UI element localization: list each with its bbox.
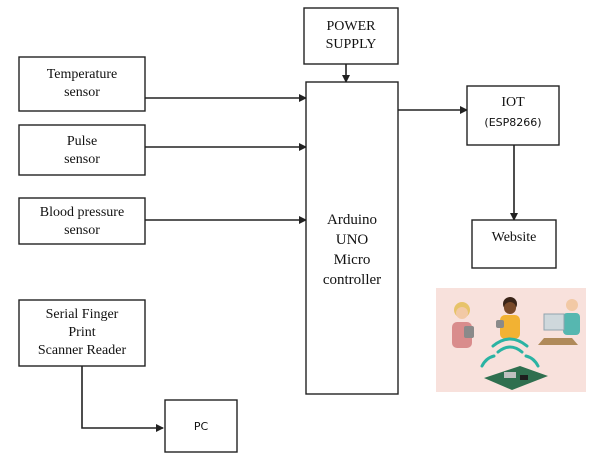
person-left <box>452 302 474 348</box>
iot-users-illustration <box>436 288 586 392</box>
blood-pressure-line-2: sensor <box>64 223 100 238</box>
node-fingerprint-scanner: Serial Finger Print Scanner Reader <box>18 299 146 367</box>
node-pc: PC <box>164 399 238 453</box>
arduino-line-1: Arduino <box>327 212 377 228</box>
fingerprint-line-3: Scanner Reader <box>38 343 127 358</box>
node-power-supply: POWER SUPPLY <box>303 7 399 65</box>
fingerprint-line-1: Serial Finger <box>46 307 119 322</box>
iot-line-2: (ESP8266) <box>484 116 541 129</box>
pc-label: PC <box>194 420 209 433</box>
website-label: Website <box>492 230 537 245</box>
arduino-line-2: UNO <box>336 232 369 248</box>
node-pulse-sensor: Pulse sensor <box>18 124 146 176</box>
node-temperature-sensor: Temperature sensor <box>18 56 146 112</box>
fingerprint-line-2: Print <box>68 325 95 340</box>
arduino-line-4: controller <box>323 272 381 288</box>
arrow-fingerprint-to-pc <box>81 366 164 432</box>
iot-line-1: IOT <box>501 95 525 110</box>
temperature-line-2: sensor <box>64 85 100 100</box>
wifi-icon <box>480 337 540 368</box>
temperature-line-1: Temperature <box>47 67 118 82</box>
pulse-line-1: Pulse <box>67 134 97 149</box>
node-arduino: Arduino UNO Micro controller <box>305 81 399 395</box>
power-supply-line-2: SUPPLY <box>326 37 377 52</box>
node-blood-pressure-sensor: Blood pressure sensor <box>18 197 146 245</box>
person-right <box>538 299 580 345</box>
arduino-line-3: Micro <box>334 252 371 268</box>
blood-pressure-line-1: Blood pressure <box>40 205 124 220</box>
node-website: Website <box>471 219 557 269</box>
node-iot: IOT (ESP8266) <box>466 85 560 146</box>
pulse-line-2: sensor <box>64 152 100 167</box>
power-supply-line-1: POWER <box>327 19 377 34</box>
circuit-board-icon <box>484 366 548 390</box>
person-middle <box>496 297 520 339</box>
